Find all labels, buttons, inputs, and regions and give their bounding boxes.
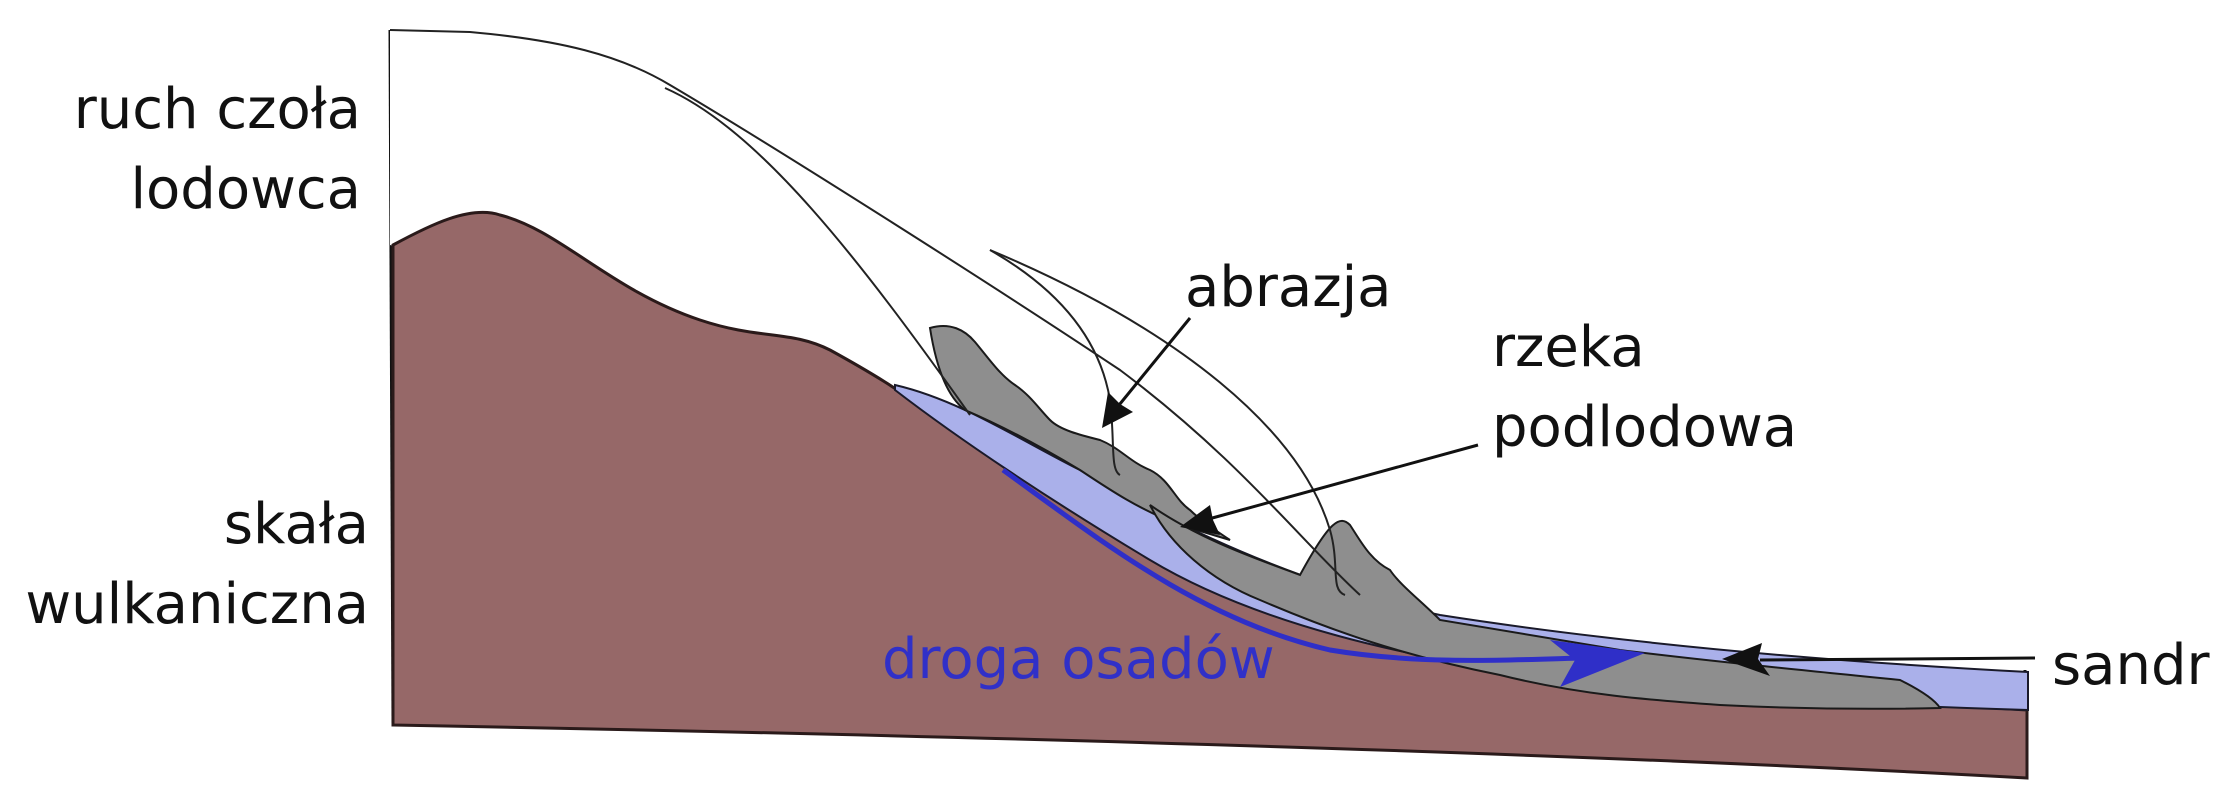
ice-flow-line-2 <box>989 249 1121 476</box>
label-sediment-path: droga osadów <box>882 627 1275 692</box>
ice-surface-line <box>389 29 1361 596</box>
label-outwash-plain: sandr <box>2052 633 2210 698</box>
ice-flow-line-3 <box>989 249 1346 596</box>
abrasion-arrowhead <box>1102 392 1133 428</box>
label-glacier-front: ruch czoła lodowca <box>74 70 361 230</box>
ice-flow-line-1 <box>664 87 971 416</box>
abrasion-arrow-line <box>1113 317 1192 411</box>
label-glacier-front-line-2: lodowca <box>130 157 361 222</box>
outwash-arrowhead <box>1722 643 1770 676</box>
outwash-arrow-line <box>1759 656 2036 662</box>
label-volcanic-rock-line-1: skała <box>223 492 369 557</box>
river-arrow-line <box>1204 443 1479 522</box>
label-subglacial-river-line-1: rzeka <box>1492 315 1645 380</box>
sediment-path-line <box>1001 467 1581 663</box>
label-subglacial-river: rzeka podlodowa <box>1492 308 1797 468</box>
river-arrowhead <box>1180 505 1220 535</box>
debris-upper <box>928 324 1231 541</box>
label-volcanic-rock-line-2: wulkaniczna <box>25 572 369 637</box>
label-volcanic-rock: skała wulkaniczna <box>25 485 369 645</box>
sediment-path-arrowhead <box>1550 640 1645 687</box>
label-glacier-front-line-1: ruch czoła <box>73 77 361 142</box>
debris-lower <box>1149 504 1942 710</box>
label-abrasion: abrazja <box>1185 255 1392 320</box>
label-subglacial-river-line-2: podlodowa <box>1492 395 1798 460</box>
